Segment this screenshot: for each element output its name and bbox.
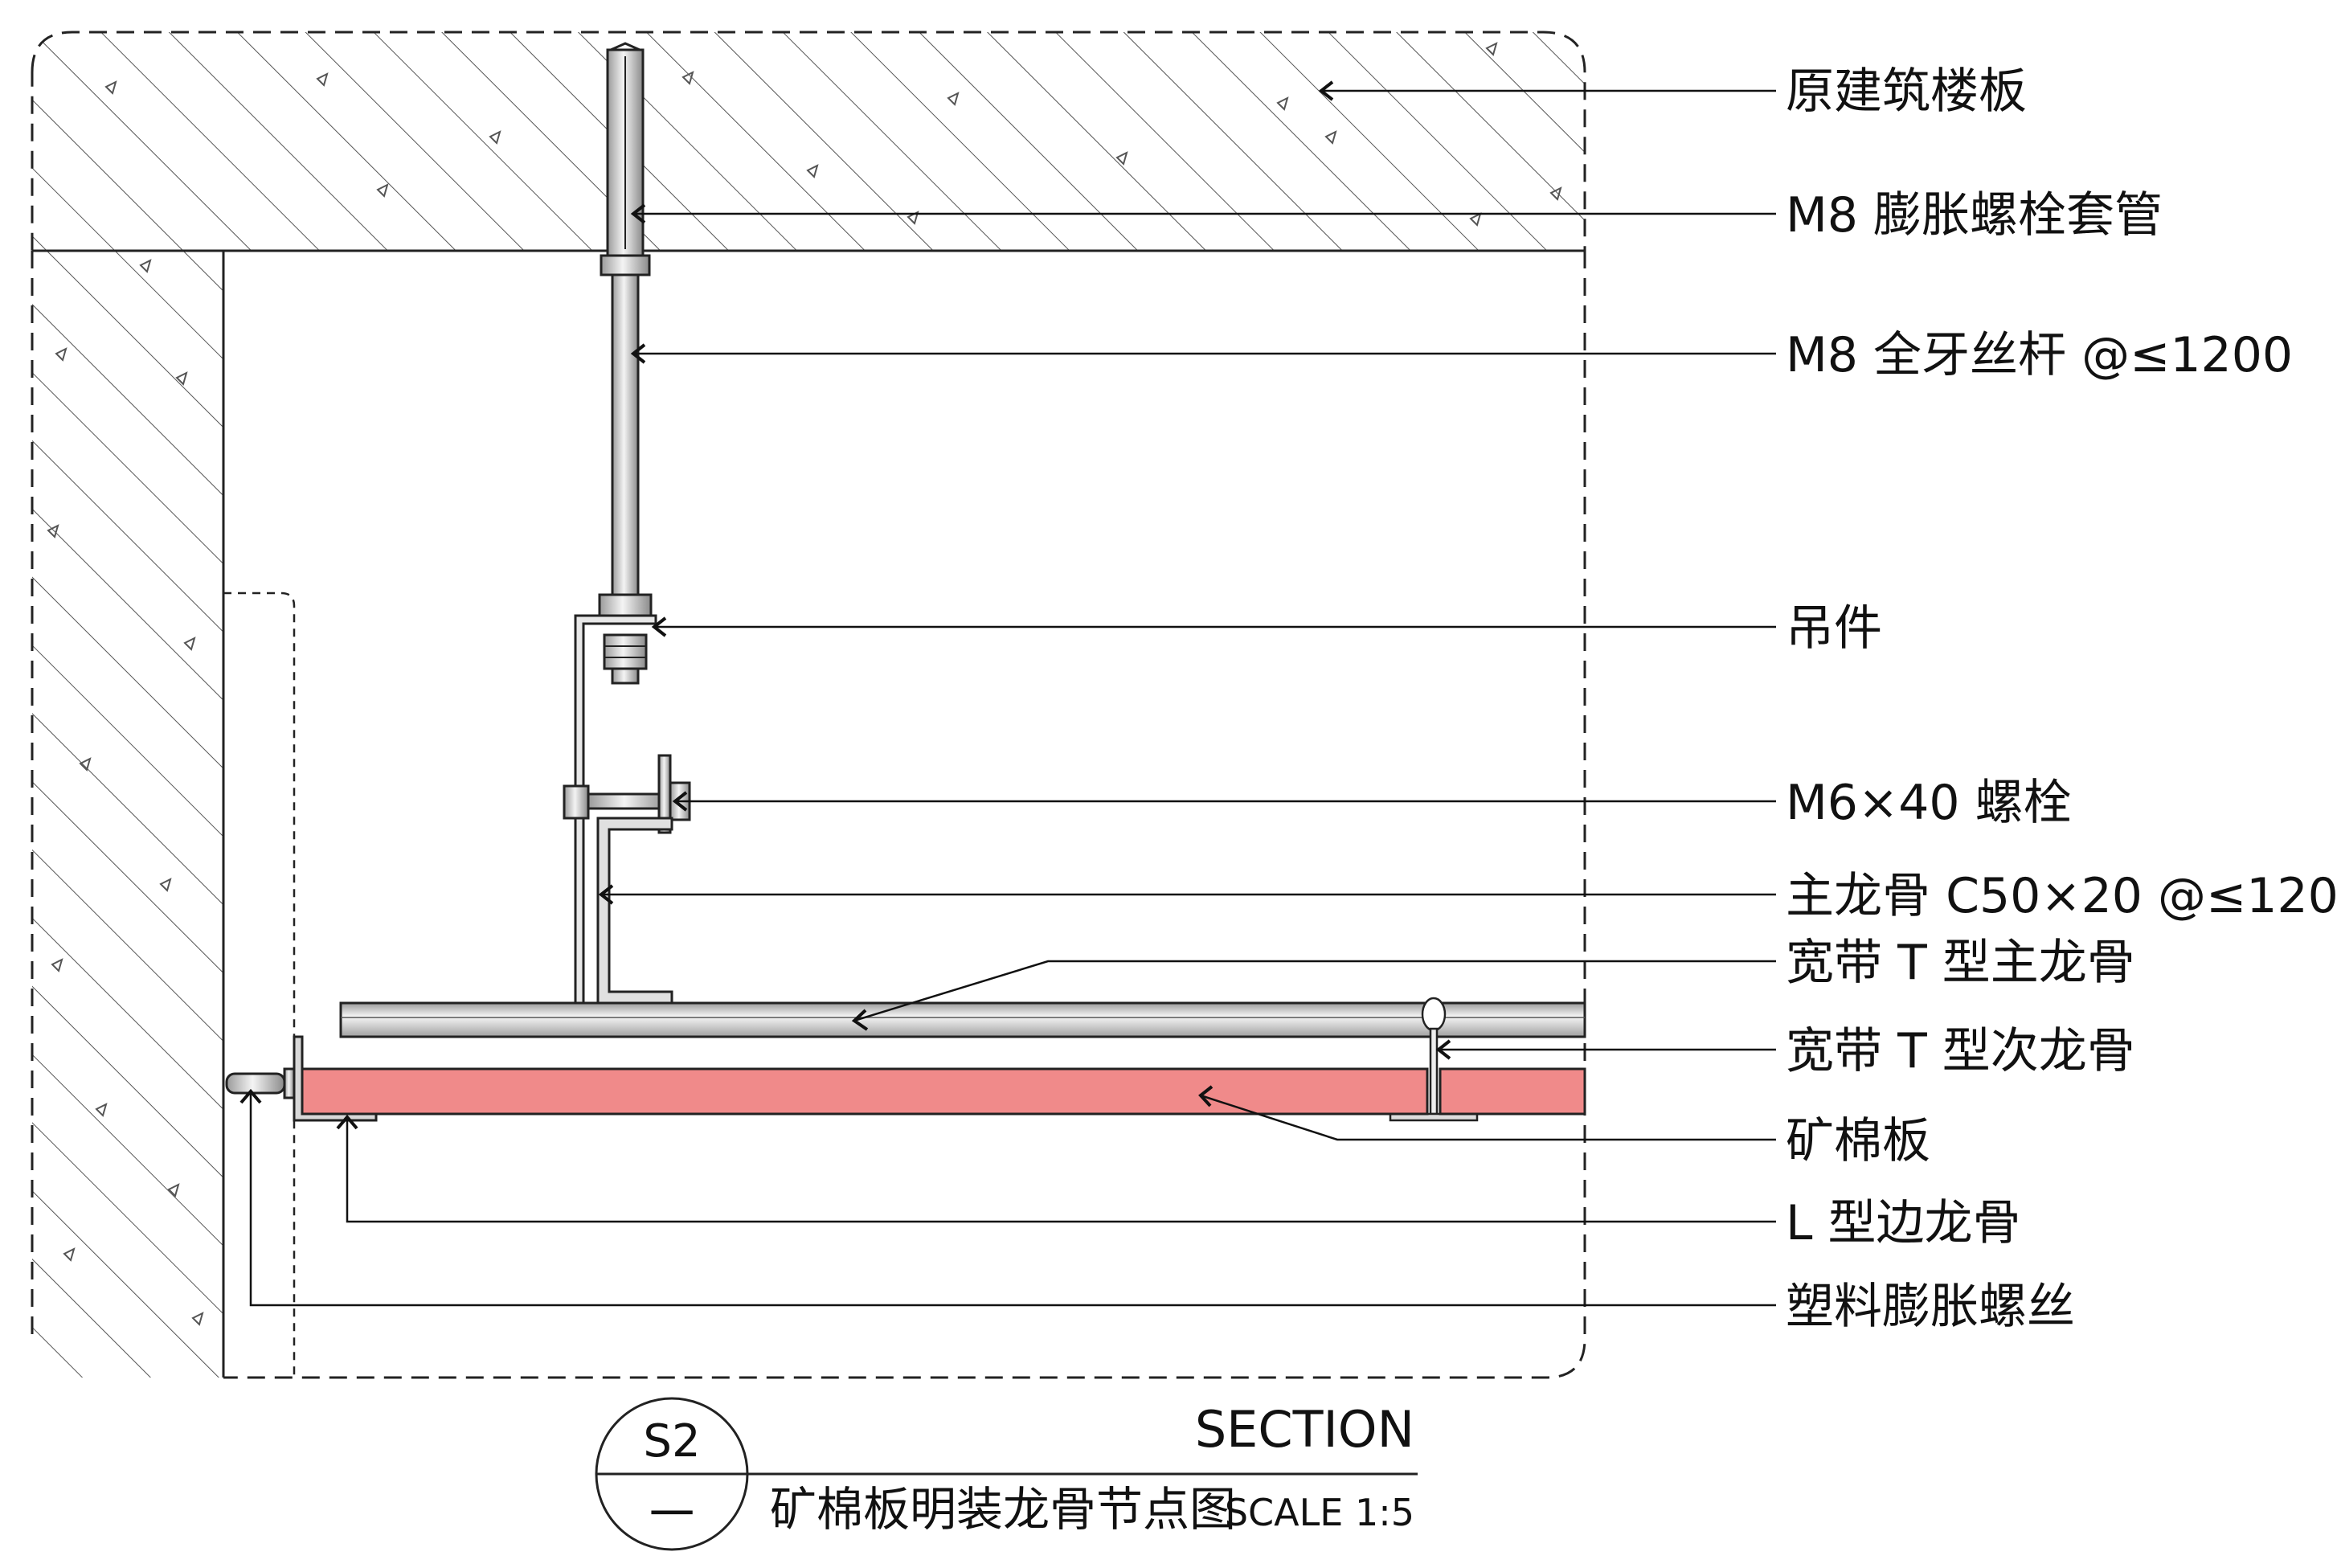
- plastic-anchor-screw: [225, 1067, 296, 1099]
- threaded-rod: [611, 273, 640, 598]
- label-main-channel: 主龙骨 C50×20 @≤1200: [1786, 868, 2337, 924]
- drawing-scale: SCALE 1:5: [1225, 1491, 1414, 1534]
- drawing-number: S2: [643, 1415, 700, 1468]
- label-hanger: 吊件: [1786, 600, 1882, 657]
- concrete-structure: [31, 31, 1586, 1378]
- label-threaded-rod: M8 全牙丝杆 @≤1200: [1786, 327, 2293, 383]
- label-plastic-anchor: 塑料膨胀螺丝: [1786, 1279, 2075, 1335]
- section-word: SECTION: [1195, 1400, 1414, 1459]
- label-mineral-board: 矿棉板: [1786, 1113, 1930, 1169]
- threaded-rod-assembly: [598, 42, 653, 685]
- l-edge-angle: [293, 1035, 378, 1122]
- mineral-board: [301, 1067, 1586, 1116]
- section-boundary: [223, 251, 1586, 1379]
- title-block: S2 一 SECTION 矿棉板明装龙骨节点图 SCALE 1:5: [595, 1397, 1418, 1551]
- t-cross-tee: [1389, 997, 1479, 1122]
- wall: [32, 251, 223, 1378]
- floor-slab: [31, 31, 1586, 252]
- annotation-labels: 原建筑楼板 M8 膨胀螺栓套管 M8 全牙丝杆 @≤1200 吊件 M6×40 …: [1786, 63, 2337, 1335]
- t-main-runner: [339, 1001, 1586, 1038]
- drawing-title: 矿棉板明装龙骨节点图: [770, 1482, 1236, 1537]
- label-anchor-sleeve: M8 膨胀螺栓套管: [1786, 187, 2163, 244]
- label-t-cross: 宽带 T 型次龙骨: [1786, 1023, 2135, 1079]
- finish-line: [223, 592, 296, 1378]
- m6-bolt: [563, 754, 691, 834]
- label-t-main: 宽带 T 型主龙骨: [1786, 935, 2135, 991]
- sheet-mark: 一: [649, 1489, 694, 1541]
- label-bolt: M6×40 螺栓: [1786, 775, 2072, 831]
- label-l-edge: L 型边龙骨: [1786, 1195, 2021, 1251]
- main-channel-c50: [596, 817, 673, 1005]
- label-floor-slab: 原建筑楼板: [1786, 63, 2027, 120]
- leader-lines: [239, 80, 1776, 1307]
